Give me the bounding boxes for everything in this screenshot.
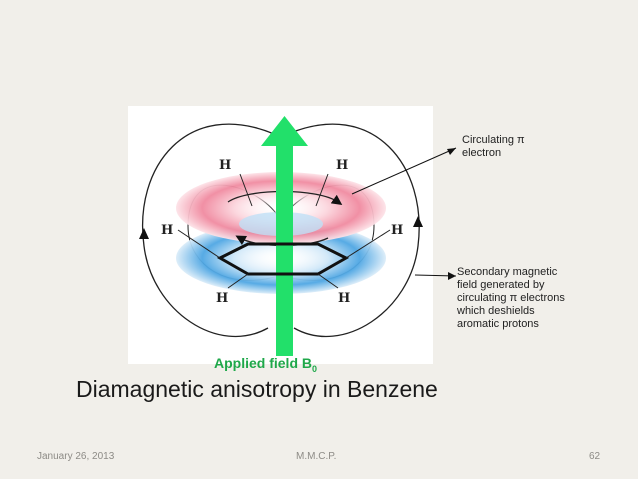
field-loop-right — [287, 123, 420, 338]
bond-bottom-left — [227, 273, 249, 289]
footer-page-number: 62 — [589, 451, 601, 462]
footer-date: January 26, 2013 — [37, 451, 115, 462]
bond-top-right — [315, 173, 329, 207]
hydrogen-right: H — [391, 223, 403, 238]
secondary-field-label: Secondary magnetic field generated by ci… — [457, 266, 565, 330]
applied-field-label: Applied field B0 — [214, 355, 317, 374]
callout-arrow-secondary — [448, 272, 456, 280]
hydrogen-bottom-right: H — [338, 291, 350, 306]
bond-bottom-right — [317, 273, 339, 289]
benzene-anisotropy-figure: H H H H H H — [128, 106, 433, 364]
field-arrow-right — [413, 216, 423, 227]
applied-field-subscript: 0 — [312, 363, 318, 374]
diagram-canvas: H H H H H H — [139, 116, 423, 356]
slide-title: Diamagnetic anisotropy in Benzene — [76, 376, 438, 402]
bond-left — [177, 229, 221, 259]
hydrogen-top-right: H — [336, 158, 348, 173]
field-loop-left — [142, 123, 275, 338]
bond-right — [345, 229, 391, 259]
applied-field-arrow — [261, 116, 308, 356]
callout-arrow-pi — [447, 148, 456, 155]
applied-field-text: Applied field B — [214, 355, 312, 371]
circulating-pi-label: Circulating π electron — [462, 134, 525, 159]
hydrogen-left: H — [161, 223, 173, 238]
field-arrow-left — [139, 228, 149, 239]
hydrogen-top-left: H — [219, 158, 231, 173]
hydrogen-bottom-left: H — [216, 291, 228, 306]
footer-author: M.M.C.P. — [296, 451, 337, 462]
bond-top-left — [239, 173, 253, 207]
